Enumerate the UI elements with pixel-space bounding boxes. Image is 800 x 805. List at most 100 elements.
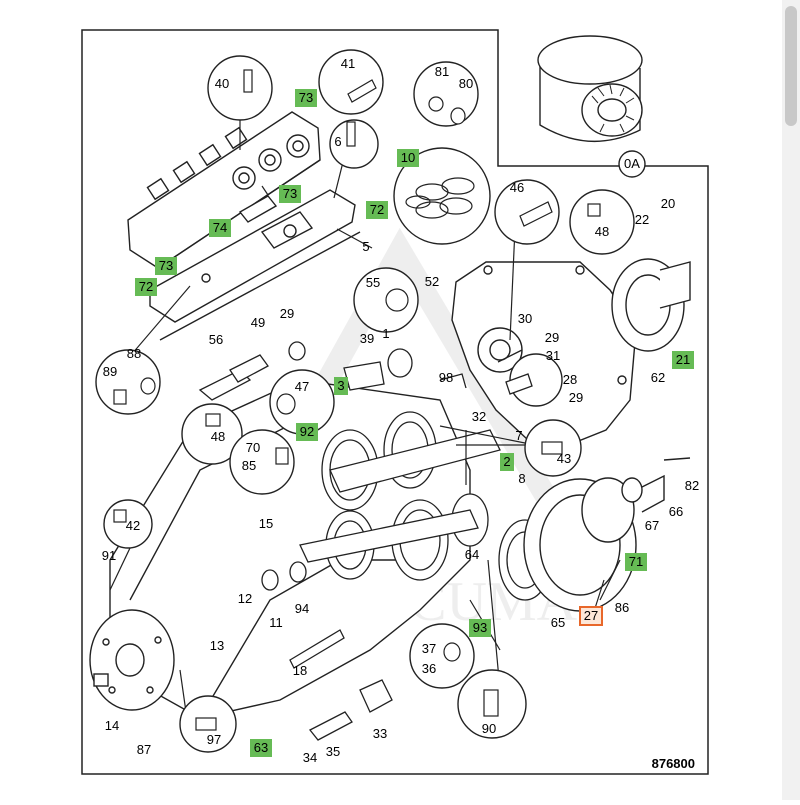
callout-29: 29 <box>569 390 583 405</box>
callout-73-highlighted[interactable]: 73 <box>279 185 301 203</box>
callout-35: 35 <box>326 744 340 759</box>
callout-number: 97 <box>207 732 221 747</box>
callout-2-highlighted[interactable]: 2 <box>500 453 514 471</box>
callout-number: 35 <box>326 744 340 759</box>
callout-20: 20 <box>661 196 675 211</box>
callout-number: 34 <box>303 750 317 765</box>
callout-33: 33 <box>373 726 387 741</box>
scrollbar-thumb[interactable] <box>785 6 797 126</box>
callout-number: 20 <box>661 196 675 211</box>
callout-number: 29 <box>545 330 559 345</box>
callout-box <box>469 619 491 637</box>
callout-18: 18 <box>293 663 307 678</box>
callout-71-highlighted[interactable]: 71 <box>625 553 647 571</box>
callout-89: 89 <box>103 364 117 379</box>
callout-42: 42 <box>126 518 140 533</box>
callout-box <box>334 377 348 395</box>
callout-52: 52 <box>425 274 439 289</box>
callout-box <box>366 201 388 219</box>
callout-number: 28 <box>563 372 577 387</box>
callout-30: 30 <box>518 311 532 326</box>
callout-number: 46 <box>510 180 524 195</box>
callout-number: 32 <box>472 409 486 424</box>
callout-39: 39 <box>360 331 374 346</box>
callout-number: 31 <box>546 348 560 363</box>
callout-number: 62 <box>651 370 665 385</box>
callout-48: 48 <box>595 224 609 239</box>
callout-number: 65 <box>551 615 565 630</box>
callout-92-highlighted[interactable]: 92 <box>296 423 318 441</box>
callout-14: 14 <box>105 718 119 733</box>
callout-box <box>579 606 603 626</box>
callout-97: 97 <box>207 732 221 747</box>
callout-0A: 0A <box>618 150 646 178</box>
callout-31: 31 <box>546 348 560 363</box>
callout-73-highlighted[interactable]: 73 <box>295 89 317 107</box>
callout-number: 14 <box>105 718 119 733</box>
callout-box <box>672 351 694 369</box>
callout-10-highlighted[interactable]: 10 <box>397 149 419 167</box>
callout-box <box>397 149 419 167</box>
vertical-scrollbar[interactable] <box>782 0 800 800</box>
callout-98: 98 <box>439 370 453 385</box>
callout-number: 71 <box>629 554 643 569</box>
callout-number: 27 <box>584 608 598 623</box>
callout-box <box>625 553 647 571</box>
callout-46: 46 <box>510 180 524 195</box>
callout-29: 29 <box>280 306 294 321</box>
callout-number: 82 <box>685 478 699 493</box>
callout-37: 37 <box>422 641 436 656</box>
callout-number: 72 <box>139 279 153 294</box>
callout-number: 41 <box>341 56 355 71</box>
callout-56: 56 <box>209 332 223 347</box>
callout-47: 47 <box>295 379 309 394</box>
callout-64: 64 <box>465 547 479 562</box>
callout-74-highlighted[interactable]: 74 <box>209 219 231 237</box>
callout-number: 2 <box>503 454 510 469</box>
callout-72-highlighted[interactable]: 72 <box>366 201 388 219</box>
callout-36: 36 <box>422 661 436 676</box>
callout-number: 10 <box>401 150 415 165</box>
callout-91: 91 <box>102 548 116 563</box>
callout-number: 63 <box>254 740 268 755</box>
callout-63-highlighted[interactable]: 63 <box>250 739 272 757</box>
callout-73-highlighted[interactable]: 73 <box>155 257 177 275</box>
callout-number: 56 <box>209 332 223 347</box>
callout-box <box>250 739 272 757</box>
callout-number: 64 <box>465 547 479 562</box>
callout-number: 73 <box>159 258 173 273</box>
callout-box <box>279 185 301 203</box>
diagram-frame <box>81 29 709 775</box>
callout-number: 29 <box>280 306 294 321</box>
callout-34: 34 <box>303 750 317 765</box>
callout-box <box>500 453 514 471</box>
callout-49: 49 <box>251 315 265 330</box>
callout-number: 36 <box>422 661 436 676</box>
callout-number: 73 <box>299 90 313 105</box>
callout-66: 66 <box>669 504 683 519</box>
torque-converter <box>523 457 691 612</box>
callout-22: 22 <box>635 212 649 227</box>
callout-11: 11 <box>269 615 283 630</box>
callout-90: 90 <box>482 721 496 736</box>
callout-box <box>295 89 317 107</box>
callout-number: 98 <box>439 370 453 385</box>
control-valve-block <box>127 111 321 269</box>
callout-number: 6 <box>334 134 341 149</box>
output-shaft-assembly <box>585 203 691 352</box>
callout-72-highlighted[interactable]: 72 <box>135 278 157 296</box>
callout-number: 90 <box>482 721 496 736</box>
inset-contents <box>113 69 601 731</box>
callout-27-selected[interactable]: 27 <box>579 606 603 626</box>
callout-number: 49 <box>251 315 265 330</box>
callout-box <box>155 257 177 275</box>
callout-number: 39 <box>360 331 374 346</box>
callout-3-highlighted[interactable]: 3 <box>334 377 348 395</box>
callout-8: 8 <box>518 471 525 486</box>
callout-number: 52 <box>425 274 439 289</box>
callout-number: 88 <box>127 346 141 361</box>
callout-21-highlighted[interactable]: 21 <box>672 351 694 369</box>
callout-93-highlighted[interactable]: 93 <box>469 619 491 637</box>
